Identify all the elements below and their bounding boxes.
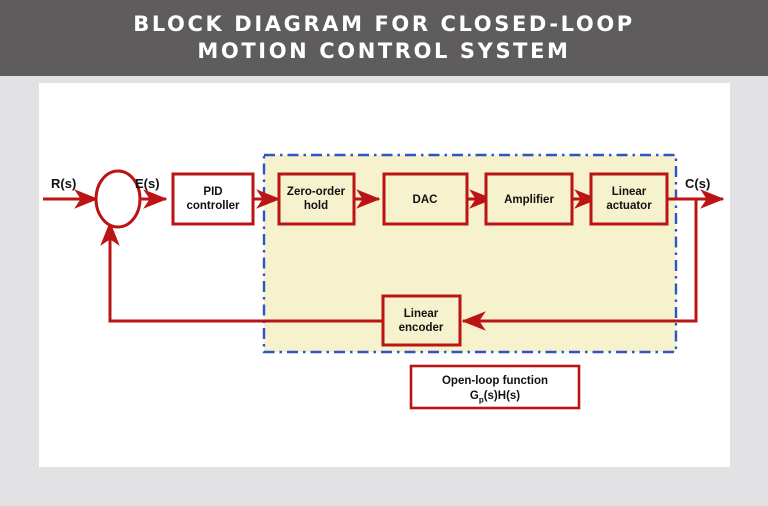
block-zero-order-hold-box (277, 172, 356, 226)
block-zero-order-hold-label-line1: Zero-order (287, 186, 346, 198)
block-amplifier[interactable]: Amplifier (484, 172, 574, 226)
block-pid-controller-label-line2: controller (186, 200, 240, 212)
block-linear-encoder-box (381, 294, 462, 347)
caption-gp-g: G (470, 390, 479, 402)
caption-open-loop-function-line1: Open-loop function (442, 375, 548, 387)
signal-label-rs: R(s) (51, 176, 76, 191)
caption-open-loop-function-box (409, 364, 581, 410)
summing-junction (94, 169, 142, 229)
block-pid-controller-box (171, 172, 255, 226)
caption-gp-subscript: p (479, 396, 484, 405)
block-linear-encoder[interactable]: Linear encoder (381, 294, 462, 347)
block-linear-actuator-label-line1: Linear (612, 186, 647, 198)
block-zero-order-hold-label-line2: hold (304, 200, 328, 212)
header-band: BLOCK DIAGRAM FOR CLOSED-LOOP MOTION CON… (0, 0, 768, 76)
block-amplifier-box (484, 172, 574, 226)
signal-label-es: E(s) (135, 176, 160, 191)
wire-encoder-to-sum (108, 243, 383, 323)
caption-open-loop-function-line2: Gp(s)H(s) (470, 390, 520, 405)
wire-feedback-down (502, 199, 698, 323)
block-amplifier-label: Amplifier (504, 194, 554, 206)
block-zero-order-hold[interactable]: Zero-order hold (277, 172, 356, 226)
block-dac-label: DAC (413, 194, 438, 206)
block-pid-controller-label-line1: PID (203, 186, 222, 198)
block-linear-actuator-label-line2: actuator (606, 200, 652, 212)
diagram-panel: R(s) E(s) C(s) PID controller Zero-order… (39, 83, 730, 467)
caption-open-loop-function: Open-loop function Gp(s)H(s) (409, 364, 581, 410)
block-dac-box (382, 172, 469, 226)
block-linear-encoder-label-line1: Linear (404, 308, 439, 320)
caption-gp-rest: (s)H(s) (484, 390, 521, 402)
signal-label-cs: C(s) (685, 176, 710, 191)
block-dac[interactable]: DAC (382, 172, 469, 226)
block-pid-controller[interactable]: PID controller (171, 172, 255, 226)
block-diagram: R(s) E(s) C(s) PID controller Zero-order… (43, 153, 725, 410)
block-linear-actuator-box (589, 172, 669, 226)
page-title: BLOCK DIAGRAM FOR CLOSED-LOOP MOTION CON… (133, 12, 635, 63)
block-linear-actuator[interactable]: Linear actuator (589, 172, 669, 226)
block-linear-encoder-label-line2: encoder (399, 322, 444, 334)
